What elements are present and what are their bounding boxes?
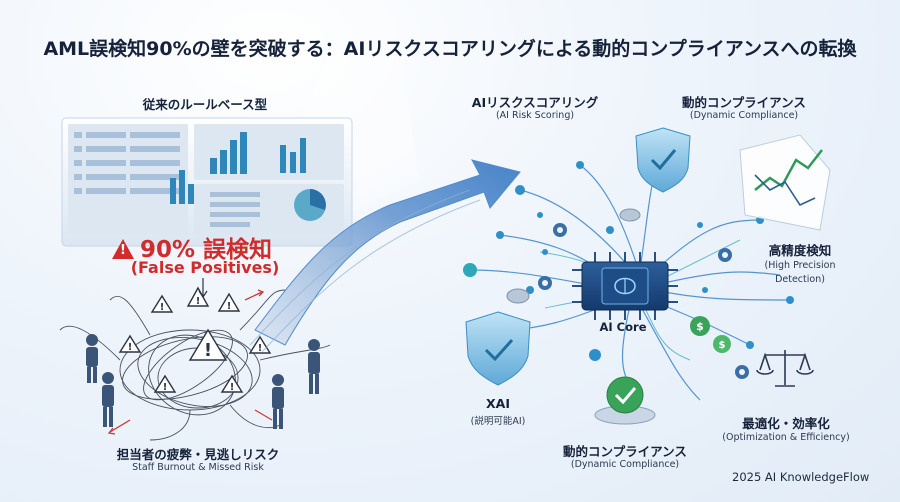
detection-sub-1: (High Precision [764, 260, 836, 271]
svg-text:!: ! [128, 342, 133, 353]
gear-icon-scales [735, 365, 749, 379]
dynamic-compliance-bottom-label: 動的コンプライアンス [563, 444, 687, 459]
dynamic-compliance-bottom-sub: (Dynamic Compliance) [570, 459, 680, 470]
svg-text:!: ! [227, 301, 232, 312]
dynamic-compliance-top-sub: (Dynamic Compliance) [689, 110, 799, 121]
svg-text:!: ! [163, 382, 168, 393]
svg-text:!: ! [230, 382, 235, 393]
xai-label: XAI [486, 396, 510, 411]
ai-scoring-sub: (AI Risk Scoring) [495, 110, 575, 121]
svg-text:!: ! [258, 343, 263, 354]
detection-sub-2: Detection) [775, 274, 825, 285]
gear-icons [538, 223, 732, 290]
ai-scoring-label: AIリスクスコアリング [471, 95, 599, 110]
ai-core-label: AI Core [599, 320, 647, 334]
tangled-rules [59, 289, 331, 441]
coin-icons: $ $ [506, 208, 731, 353]
check-badge-icon [594, 376, 656, 425]
staff-figures [86, 334, 320, 429]
false-positive-warning: ! 90% 誤検知 [112, 230, 272, 264]
warning-main-text: 90% 誤検知 [140, 237, 273, 263]
svg-text:!: ! [160, 302, 165, 313]
ai-chip [572, 252, 678, 320]
burnout-label-ja: 担当者の疲弊・見逃しリスク [116, 447, 280, 462]
shield-icon-top [635, 127, 691, 193]
svg-text:!: ! [204, 340, 212, 361]
svg-text:!: ! [196, 296, 201, 307]
legacy-heading: 従来のルールベース型 [142, 97, 268, 112]
svg-text:$: $ [696, 320, 704, 333]
dashboard-panel [61, 117, 353, 247]
scales-icon [756, 350, 814, 387]
svg-text:$: $ [719, 340, 726, 351]
trend-chart-icon [739, 134, 831, 231]
xai-sub: (説明可能AI) [470, 416, 526, 427]
optimization-label: 最適化・効率化 [742, 416, 830, 431]
burnout-label-en: Staff Burnout & Missed Risk [132, 462, 264, 473]
warning-sub-text: (False Positives) [130, 258, 280, 277]
shield-icon-xai [465, 311, 531, 386]
detection-label: 高精度検知 [768, 243, 832, 258]
footer-credit: 2025 AI KnowledgeFlow [732, 470, 870, 484]
optimization-sub: (Optimization & Efficiency) [722, 432, 850, 443]
transition-arrow [254, 159, 521, 346]
dynamic-compliance-top-label: 動的コンプライアンス [682, 95, 806, 110]
page-title: AML誤検知90%の壁を突破する：AIリスクスコアリングによる動的コンプライアン… [43, 38, 857, 60]
warning-icon: ! [112, 239, 134, 259]
red-arrows [107, 289, 273, 435]
